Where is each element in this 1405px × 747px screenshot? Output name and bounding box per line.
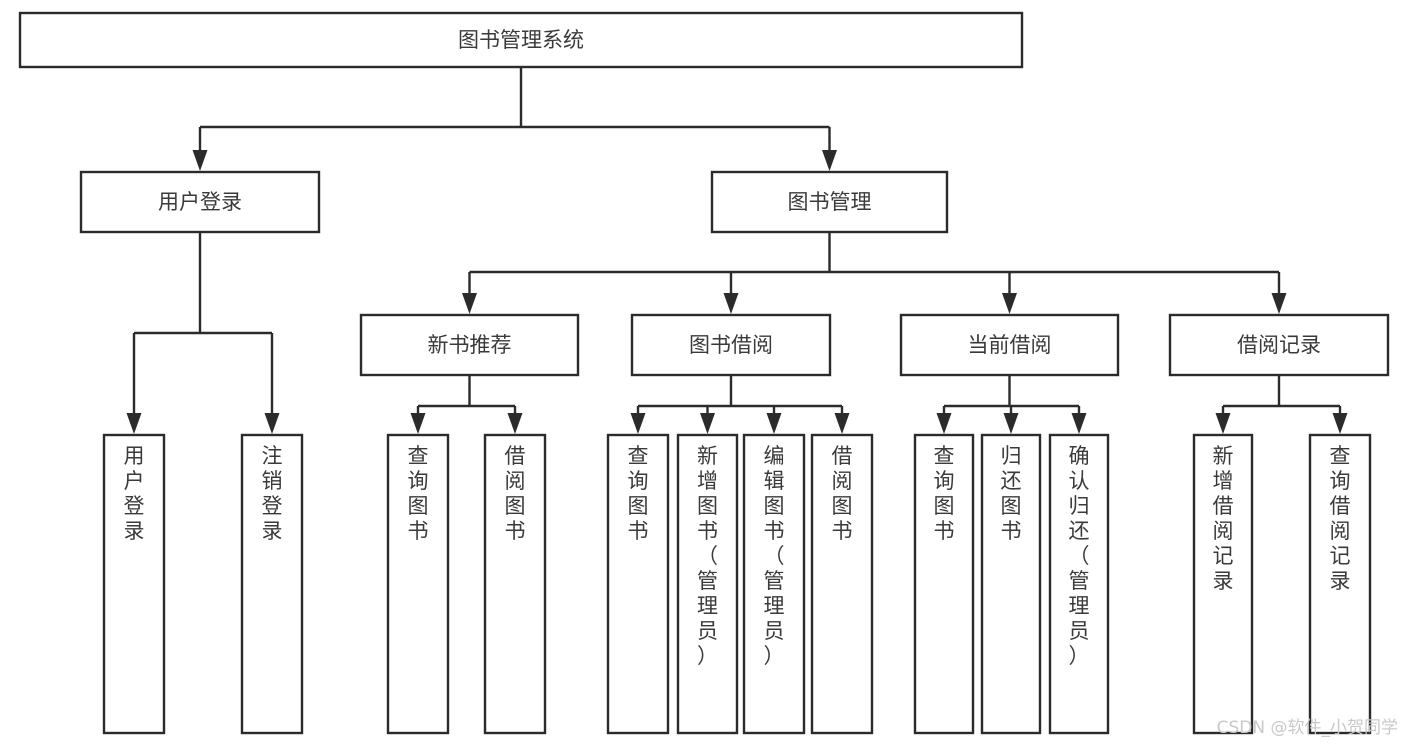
edge-root-to-book-management: [822, 127, 837, 171]
node-label: 注销登录: [262, 444, 283, 543]
node-label: 图书管理系统: [458, 28, 584, 52]
edge-borrow-to-edit: [766, 406, 782, 434]
node-leaf-user-logout[interactable]: 注销登录: [240, 433, 304, 735]
edge-new-to-query: [410, 406, 426, 434]
node-root[interactable]: 图书管理系统: [18, 11, 1024, 69]
node-leaf-new-borrow[interactable]: 借阅图书: [483, 433, 547, 735]
edge-new-to-borrow: [507, 406, 523, 434]
node-label: 编辑图书（管理员）: [764, 444, 785, 668]
edge-book-to-borrow: [723, 272, 739, 314]
node-label: 确认归还（管理员）: [1069, 444, 1090, 668]
edges-layer: [126, 67, 1348, 434]
edge-current-to-query: [936, 406, 952, 434]
edge-record-to-query: [1332, 406, 1348, 434]
node-leaf-user-login[interactable]: 用户登录: [102, 433, 166, 735]
node-l3-current[interactable]: 当前借阅: [899, 313, 1120, 377]
watermark-label: CSDN @软件_小贺同学: [1217, 718, 1398, 738]
node-l2-user[interactable]: 用户登录: [79, 170, 321, 234]
node-label: 用户登录: [158, 190, 242, 214]
edge-borrow-to-query: [630, 406, 646, 434]
edge-group-l3_record: [1215, 375, 1348, 434]
edge-group-l3_new: [410, 375, 523, 434]
node-l3-borrow[interactable]: 图书借阅: [630, 313, 832, 377]
node-leaf-bq[interactable]: 查询图书: [606, 433, 670, 735]
node-label: 借阅图书: [832, 444, 853, 543]
node-label: 查询图书: [934, 444, 955, 543]
edge-borrow-to-borrowbook: [834, 406, 850, 434]
edge-current-to-return: [1003, 406, 1019, 434]
node-leaf-badd[interactable]: 新增图书（管理员）: [676, 433, 739, 735]
edge-group-l2_book: [462, 232, 1287, 314]
edge-record-to-add: [1215, 406, 1231, 434]
edge-book-to-current: [1002, 272, 1017, 314]
edge-group-l2_user: [126, 232, 280, 434]
node-l2-book[interactable]: 图书管理: [710, 170, 949, 234]
node-leaf-bedit[interactable]: 编辑图书（管理员）: [742, 433, 806, 735]
node-label: 借阅记录: [1237, 333, 1321, 357]
node-leaf-cq[interactable]: 查询图书: [913, 433, 975, 735]
edge-group-l3_current: [936, 375, 1087, 434]
node-label: 借阅图书: [505, 444, 526, 543]
node-label: 新书推荐: [428, 333, 512, 357]
node-leaf-rquery[interactable]: 查询借阅记录: [1308, 433, 1372, 735]
edge-current-to-confirm: [1071, 406, 1087, 434]
node-l3-new[interactable]: 新书推荐: [359, 313, 580, 377]
node-label: 用户登录: [124, 444, 145, 543]
node-label: 查询借阅记录: [1330, 444, 1351, 593]
nodes-layer: 图书管理系统用户登录图书管理新书推荐图书借阅当前借阅借阅记录用户登录注销登录查询…: [18, 11, 1390, 735]
node-leaf-radd[interactable]: 新增借阅记录: [1192, 433, 1254, 735]
edge-user-to-logout: [264, 333, 280, 434]
node-label: 图书借阅: [689, 333, 773, 357]
edge-book-to-new-recommend: [462, 272, 477, 314]
node-leaf-new-query[interactable]: 查询图书: [386, 433, 450, 735]
node-label: 新增借阅记录: [1213, 444, 1234, 593]
node-label: 新增图书（管理员）: [697, 444, 718, 668]
node-label: 当前借阅: [968, 333, 1052, 357]
node-leaf-creturn[interactable]: 归还图书: [980, 433, 1042, 735]
edge-user-to-login: [126, 333, 142, 434]
node-leaf-bborrow[interactable]: 借阅图书: [810, 433, 874, 735]
node-l3-record[interactable]: 借阅记录: [1168, 313, 1390, 377]
edge-group-root: [192, 67, 837, 171]
node-label: 归还图书: [1001, 444, 1022, 543]
node-label: 查询图书: [408, 444, 429, 543]
node-leaf-cconfirm[interactable]: 确认归还（管理员）: [1048, 433, 1110, 735]
edge-group-l3_borrow: [630, 375, 850, 434]
edge-book-to-record: [1271, 272, 1287, 314]
edge-borrow-to-add: [700, 406, 715, 434]
node-label: 查询图书: [628, 444, 649, 543]
node-label: 图书管理: [788, 190, 872, 214]
edge-root-to-user-login: [192, 127, 208, 171]
